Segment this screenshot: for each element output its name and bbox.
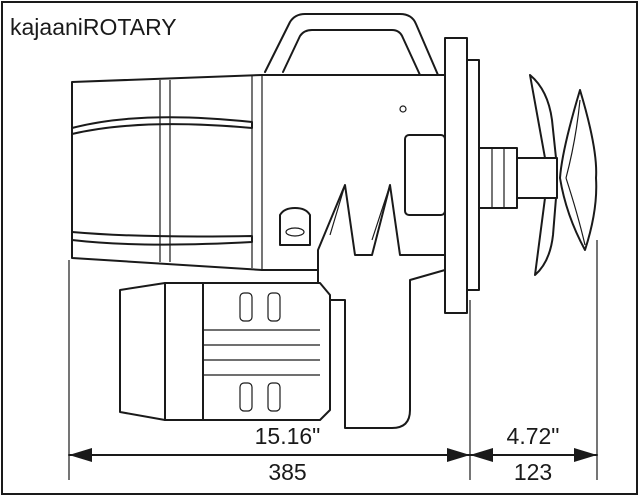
dimension-right-mm: 123 [513, 459, 553, 485]
propeller-blade-lower [534, 197, 557, 276]
propeller-hub [559, 89, 598, 251]
motor [119, 282, 331, 421]
latch [279, 207, 311, 246]
carry-handle [264, 13, 439, 76]
shaft-coupling [478, 147, 518, 209]
dimension-left-mm: 385 [268, 459, 307, 485]
dimension-left-inches: 15.16" [254, 423, 321, 449]
drawing-border [1, 1, 638, 495]
upper-prong [71, 116, 253, 135]
pump-volute [317, 184, 446, 429]
dimension-right-inches: 4.72" [506, 423, 560, 449]
brand-title: kajaaniROTARY [10, 14, 177, 40]
mounting-flange [444, 37, 468, 314]
propeller-blade-upper [529, 74, 557, 159]
lower-prong [71, 231, 253, 246]
